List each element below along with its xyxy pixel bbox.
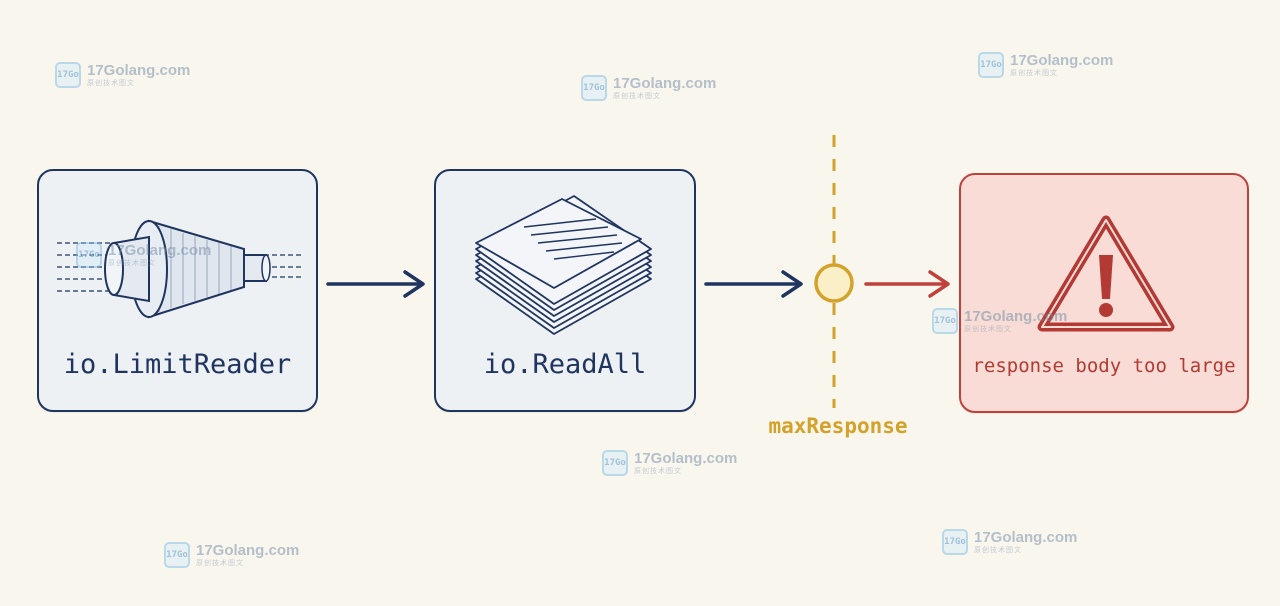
watermark-logo-icon: 17Go xyxy=(932,308,958,334)
funnel-icon xyxy=(57,219,301,319)
arrow-limitreader-to-readall xyxy=(326,270,425,298)
limit-reader-label: io.LimitReader xyxy=(63,349,292,380)
threshold-label: maxResponse xyxy=(768,414,908,438)
arrow-readall-to-threshold xyxy=(704,270,803,298)
watermark-logo-icon: 17Go xyxy=(164,542,190,568)
error-node: response body too large xyxy=(959,173,1249,413)
arrow-threshold-to-error xyxy=(864,270,950,298)
watermark-logo-icon: 17Go xyxy=(942,529,968,555)
error-label: response body too large xyxy=(972,355,1236,377)
warning-icon xyxy=(1037,215,1175,332)
limit-reader-node: io.LimitReader xyxy=(37,169,318,412)
watermark-logo-icon: 17Go xyxy=(76,242,102,268)
read-all-node: io.ReadAll xyxy=(434,169,696,412)
watermark-logo-icon: 17Go xyxy=(978,52,1004,78)
threshold-marker xyxy=(814,263,854,303)
document-stack-icon xyxy=(475,195,652,335)
read-all-label: io.ReadAll xyxy=(483,349,647,380)
watermark-logo-icon: 17Go xyxy=(55,62,81,88)
watermark-logo-icon: 17Go xyxy=(602,450,628,476)
watermark-logo-icon: 17Go xyxy=(581,75,607,101)
